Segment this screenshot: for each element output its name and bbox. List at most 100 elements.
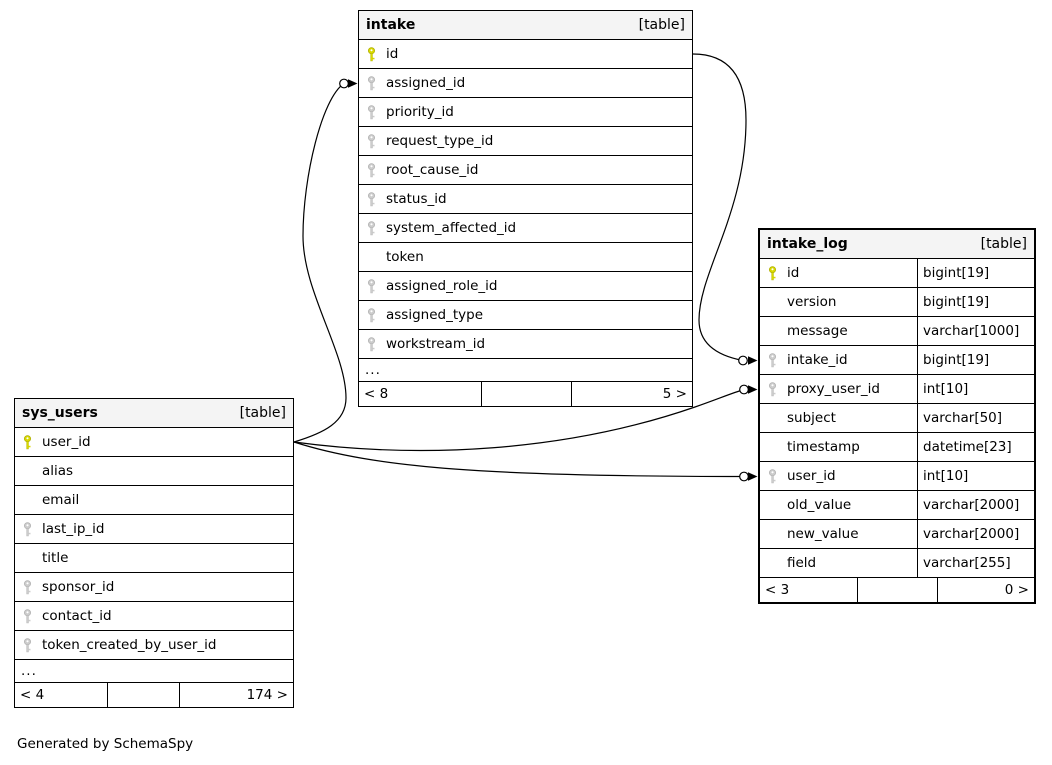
column-name-cell: alias bbox=[15, 457, 293, 485]
cardinality-circle bbox=[739, 471, 749, 482]
foreign-key-icon bbox=[21, 608, 33, 625]
column-name: system_affected_id bbox=[386, 220, 517, 236]
column-row-assigned_type: assigned_type bbox=[359, 301, 692, 330]
foreign-key-icon bbox=[365, 336, 377, 353]
column-name-cell: user_id bbox=[15, 428, 293, 456]
column-row-priority_id: priority_id bbox=[359, 98, 692, 127]
column-row-email: email bbox=[15, 486, 293, 515]
footer-middle-cell bbox=[480, 382, 573, 406]
column-row-contact_id: contact_id bbox=[15, 602, 293, 631]
column-name-cell: assigned_id bbox=[359, 69, 692, 97]
foreign-key-icon bbox=[365, 162, 377, 179]
foreign-key-icon bbox=[21, 521, 33, 538]
column-name-cell: title bbox=[15, 544, 293, 572]
column-name: request_type_id bbox=[386, 133, 494, 149]
column-name: last_ip_id bbox=[42, 521, 105, 537]
column-type: bigint[19] bbox=[923, 294, 990, 310]
column-name-cell: proxy_user_id bbox=[760, 375, 918, 403]
column-name: sponsor_id bbox=[42, 579, 115, 595]
column-name-cell: id bbox=[359, 40, 692, 68]
column-name-cell: token_created_by_user_id bbox=[15, 631, 293, 659]
column-row-id: id bigint[19] bbox=[760, 259, 1034, 288]
column-row-version: version bigint[19] bbox=[760, 288, 1034, 317]
table-name[interactable]: intake_log bbox=[767, 236, 848, 252]
foreign-key-icon bbox=[365, 75, 377, 92]
column-name: proxy_user_id bbox=[787, 381, 880, 397]
table-header[interactable]: sys_users[table] bbox=[15, 399, 293, 428]
column-name: user_id bbox=[42, 434, 91, 450]
column-name-cell: assigned_role_id bbox=[359, 272, 692, 300]
column-name: workstream_id bbox=[386, 336, 486, 352]
column-name-cell: request_type_id bbox=[359, 127, 692, 155]
column-type: varchar[50] bbox=[923, 410, 1003, 426]
column-name: user_id bbox=[787, 468, 836, 484]
column-type: varchar[1000] bbox=[923, 323, 1020, 339]
column-name-cell: system_affected_id bbox=[359, 214, 692, 242]
more-columns-ellipsis: ... bbox=[359, 359, 692, 382]
column-name-cell: workstream_id bbox=[359, 330, 692, 358]
table-type-badge: [table] bbox=[980, 236, 1027, 252]
column-name-cell: root_cause_id bbox=[359, 156, 692, 184]
column-name-cell: contact_id bbox=[15, 602, 293, 630]
table-header[interactable]: intake_log [table] bbox=[760, 230, 1034, 259]
column-name: subject bbox=[787, 410, 836, 426]
edge-line bbox=[293, 441, 745, 478]
column-name-cell: subject bbox=[760, 404, 918, 432]
foreign-key-icon bbox=[766, 352, 778, 369]
edge-line bbox=[692, 53, 747, 362]
column-row-old_value: old_value varchar[2000] bbox=[760, 491, 1034, 520]
column-row-alias: alias bbox=[15, 457, 293, 486]
foreign-key-icon bbox=[365, 133, 377, 150]
table-name[interactable]: sys_users bbox=[22, 405, 98, 421]
cardinality-circle bbox=[739, 384, 749, 395]
column-name-cell: status_id bbox=[359, 185, 692, 213]
column-name-cell: id bbox=[760, 259, 918, 287]
column-type: int[10] bbox=[923, 468, 969, 484]
foreign-key-icon bbox=[365, 191, 377, 208]
arrowhead-icon bbox=[748, 385, 758, 394]
column-name-cell: last_ip_id bbox=[15, 515, 293, 543]
relationship-edge-sys_users.user_id-intake.assigned_id bbox=[293, 78, 358, 443]
table-header[interactable]: intake[table] bbox=[359, 11, 692, 40]
column-name: timestamp bbox=[787, 439, 860, 455]
footer-related-count: 5 > bbox=[662, 386, 687, 402]
more-columns-ellipsis: ... bbox=[15, 660, 293, 683]
column-row-status_id: status_id bbox=[359, 185, 692, 214]
column-name-cell: old_value bbox=[760, 491, 918, 519]
footer-middle-cell bbox=[106, 683, 181, 707]
column-row-id: id bbox=[359, 40, 692, 69]
footer-middle-cell bbox=[857, 578, 939, 602]
relationship-edge-intake.id-intake_log.intake_id bbox=[692, 53, 758, 366]
column-row-user_id: user_id int[10] bbox=[760, 462, 1034, 491]
edge-line bbox=[293, 82, 347, 443]
table-name[interactable]: intake bbox=[366, 17, 416, 33]
footer-hidden-columns-count: < 4 bbox=[20, 687, 45, 703]
column-type: bigint[19] bbox=[923, 265, 990, 281]
primary-key-icon bbox=[365, 46, 377, 63]
column-row-token: token bbox=[359, 243, 692, 272]
column-name-cell: sponsor_id bbox=[15, 573, 293, 601]
table-footer: < 8 5 > bbox=[359, 382, 692, 406]
foreign-key-icon bbox=[766, 381, 778, 398]
column-row-system_affected_id: system_affected_id bbox=[359, 214, 692, 243]
column-name: assigned_type bbox=[386, 307, 483, 323]
footer-hidden-columns-count: < 8 bbox=[364, 386, 389, 402]
foreign-key-icon bbox=[365, 220, 377, 237]
column-type: varchar[2000] bbox=[923, 526, 1020, 542]
column-name-cell: timestamp bbox=[760, 433, 918, 461]
column-name-cell: priority_id bbox=[359, 98, 692, 126]
column-row-workstream_id: workstream_id bbox=[359, 330, 692, 359]
column-name: email bbox=[42, 492, 80, 508]
column-name: intake_id bbox=[787, 352, 848, 368]
table-node-intake_log[interactable]: intake_log [table] id bigint[19] version bigi… bbox=[758, 228, 1036, 604]
column-name: assigned_role_id bbox=[386, 278, 498, 294]
column-name: title bbox=[42, 550, 69, 566]
column-type: varchar[2000] bbox=[923, 497, 1020, 513]
column-name-cell: field bbox=[760, 549, 918, 577]
column-name: version bbox=[787, 294, 837, 310]
